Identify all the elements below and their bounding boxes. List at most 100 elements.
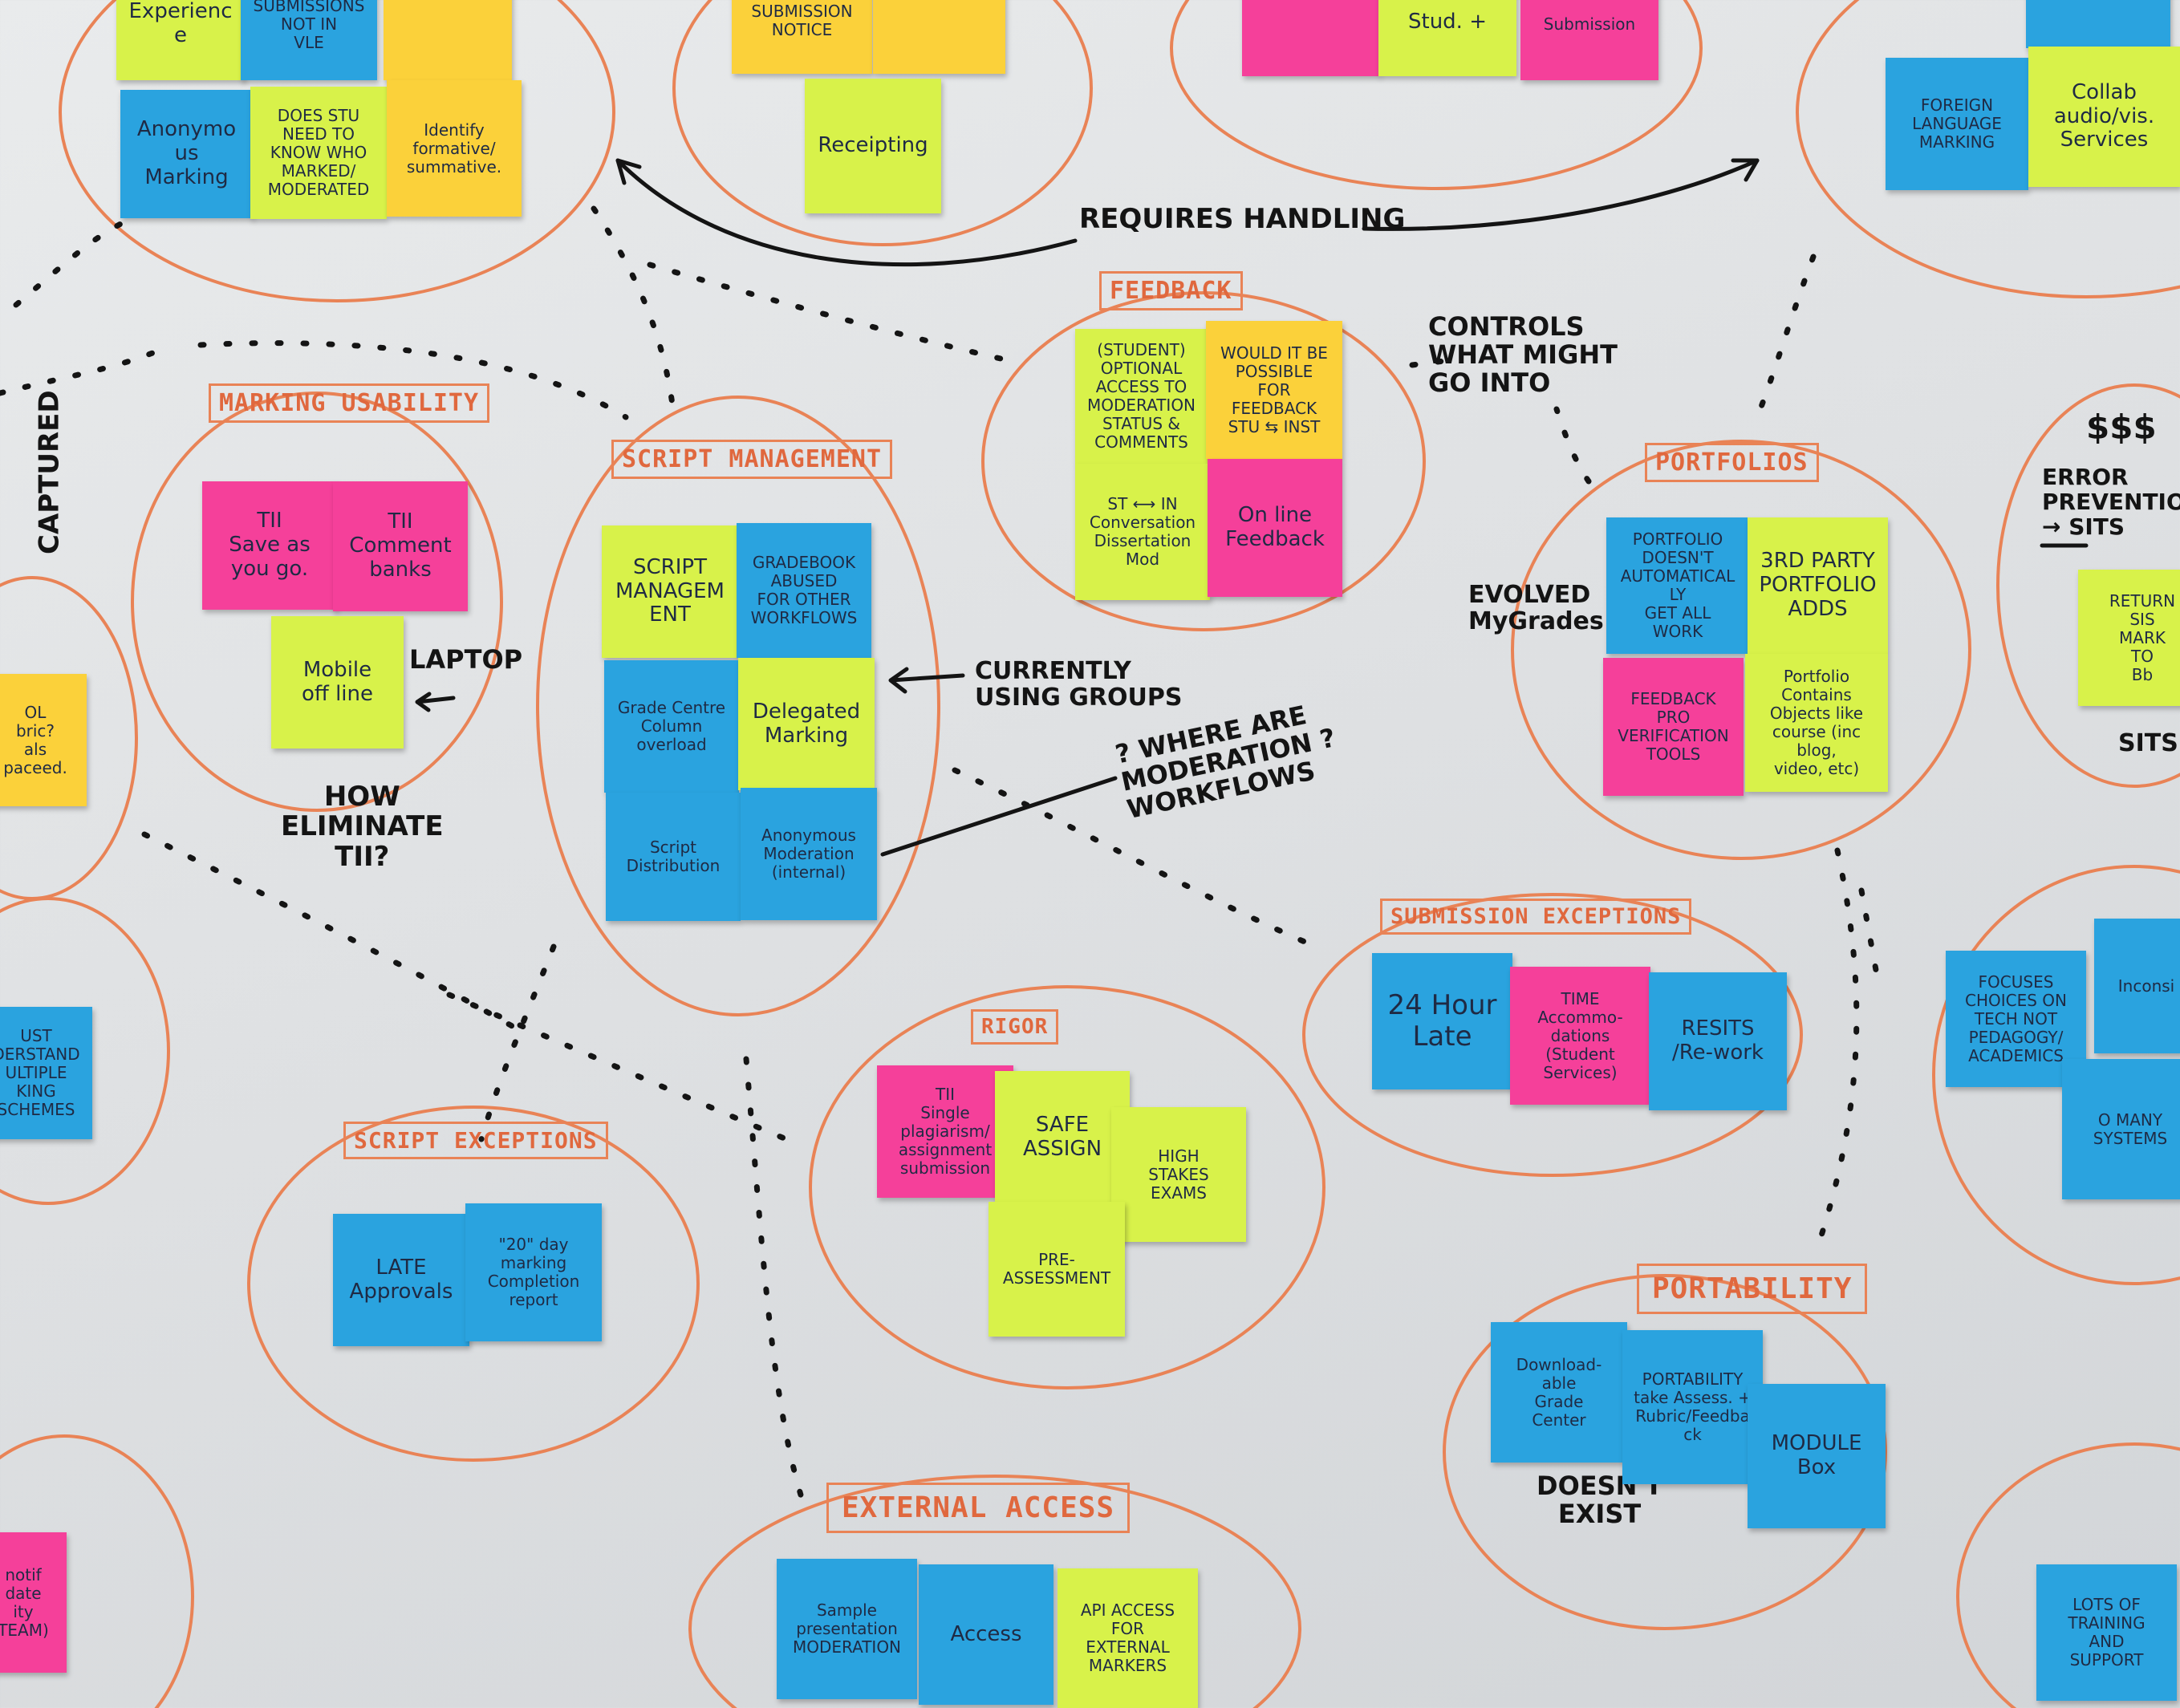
annotation-doesnt-exist: DOESN'T EXIST bbox=[1537, 1471, 1663, 1530]
sticky-note-lots-of-training: LOTS OF TRAINING AND SUPPORT bbox=[2036, 1564, 2177, 1701]
sticky-note-feedback-pro: FEEDBACK PRO VERIFICATION TOOLS bbox=[1603, 658, 1744, 796]
sticky-note-20-day: "20" day marking Completion report bbox=[465, 1203, 602, 1341]
cluster-label-script-exceptions: SCRIPT EXCEPTIONS bbox=[343, 1122, 608, 1159]
annotation-requires-handling: REQUIRES HANDLING bbox=[1079, 203, 1406, 235]
sticky-note-tii-comment: TII Comment banks bbox=[333, 481, 468, 611]
cluster-circle-left-bottom bbox=[0, 1434, 194, 1708]
sticky-note-delegated-marking: Delegated Marking bbox=[738, 658, 875, 790]
sticky-note-script-management: SCRIPT MANAGEMENT bbox=[602, 525, 738, 658]
annotation-captured: CAPTURED bbox=[33, 390, 66, 555]
cluster-circle-right-edge bbox=[1996, 383, 2180, 788]
cluster-label-external-access: EXTERNAL ACCESS bbox=[826, 1483, 1131, 1533]
cluster-circle-far-right-top bbox=[1796, 0, 2180, 298]
sticky-note-would-it-be-possible: WOULD IT BE POSSIBLE FOR FEEDBACK STU ⇆ … bbox=[1206, 321, 1342, 459]
cluster-label-feedback: FEEDBACK bbox=[1099, 271, 1243, 310]
sticky-note-high-stakes: HIGH STAKES EXAMS bbox=[1111, 1107, 1246, 1242]
sticky-note-focuses-choices: FOCUSES CHOICES ON TECH NOT PEDAGOGY/ AC… bbox=[1946, 951, 2086, 1087]
cluster-label-portfolios: PORTFOLIOS bbox=[1645, 443, 1819, 482]
sticky-note-submissions-not-in-vle: SUBMISSIONS NOT IN VLE bbox=[241, 0, 377, 80]
sticky-note-anonymous-moderation: Anonymous Moderation (internal) bbox=[741, 788, 877, 920]
dotted-connector-7 bbox=[446, 992, 790, 1142]
cluster-circle-external-access bbox=[688, 1475, 1301, 1708]
dotted-connector-2 bbox=[197, 340, 629, 420]
sticky-note-gradebook-abused: GRADEBOOK ABUSED FOR OTHER WORKFLOWS bbox=[737, 523, 871, 658]
annotation-evolved-mygrades: EVOLVED MyGrades bbox=[1468, 581, 1604, 635]
cluster-circle-right-lower bbox=[1932, 865, 2180, 1285]
dotted-connector-1 bbox=[591, 205, 677, 420]
sticky-note-submission-notice: SUBMISSION NOTICE bbox=[732, 0, 872, 74]
annotation-currently-using-groups: CURRENTLY USING GROUPS bbox=[975, 657, 1183, 712]
annotation-error-prevention: ERROR PREVENTION → SITS bbox=[2042, 464, 2180, 540]
sticky-note-experience: Experience bbox=[116, 0, 245, 80]
sticky-note-online-feedback: On line Feedback bbox=[1208, 459, 1342, 597]
sticky-note-must-understand: UST DERSTAND ULTIPLE KING SCHEMES bbox=[0, 1007, 92, 1139]
laptop-arrow bbox=[415, 692, 456, 712]
sticky-note-receipting: Receipting bbox=[805, 79, 941, 213]
sticky-note-collab-services: Collab audio/vis. Services bbox=[2028, 47, 2180, 187]
sticky-note-document-sketch bbox=[873, 0, 1005, 74]
dotted-connector-5 bbox=[0, 350, 156, 396]
cluster-label-portability: PORTABILITY bbox=[1637, 1264, 1868, 1314]
annotation-controls: CONTROLS WHAT MIGHT GO INTO bbox=[1428, 311, 1618, 399]
sticky-note-diagram bbox=[384, 0, 512, 80]
sticky-note-foreign-language-marking: FOREIGN LANGUAGE MARKING bbox=[1886, 58, 2028, 190]
moderation-workflow-line bbox=[880, 776, 1118, 857]
annotation-money: $$$ bbox=[2086, 408, 2157, 447]
dotted-connector-9 bbox=[478, 943, 557, 1142]
annotation-how-eliminate: HOW ELIMINATE TII? bbox=[281, 781, 444, 873]
dotted-connector-11 bbox=[1553, 406, 1592, 485]
requires-handling-arrow-left bbox=[615, 158, 1078, 267]
cluster-circle-script-exceptions bbox=[247, 1106, 700, 1462]
cluster-circle-marking-usability bbox=[131, 392, 503, 812]
currently-using-groups-arrow bbox=[888, 667, 965, 694]
sticky-note-resits: RESITS /Re-work bbox=[1649, 972, 1787, 1110]
sticky-note-anonymous-marking: Anonymous Marking bbox=[120, 90, 253, 218]
sticky-note-inconsistent: Inconsi bbox=[2094, 919, 2180, 1053]
dotted-connector-12 bbox=[1754, 254, 1817, 420]
dotted-connector-13 bbox=[1818, 847, 1860, 1239]
sticky-note-pre-assessment: PRE- ASSESSMENT bbox=[989, 1202, 1125, 1337]
sticky-note-safe-assign: SAFE ASSIGN bbox=[995, 1071, 1130, 1203]
sticky-note-downloadable: Download- able Grade Center bbox=[1491, 1322, 1627, 1463]
dotted-connector-14 bbox=[1409, 358, 1447, 368]
arrow-head-left bbox=[615, 158, 642, 185]
annotation-laptop: LAPTOP bbox=[409, 644, 523, 675]
sticky-note-late-approvals: LATE Approvals bbox=[333, 1214, 469, 1346]
sticky-note-api-access: API ACCESS FOR EXTERNAL MARKERS bbox=[1058, 1568, 1198, 1708]
dotted-connector-10 bbox=[743, 1056, 806, 1503]
cluster-circle-top-right bbox=[1170, 0, 1703, 190]
sticky-note-rubric-left: OL bric? als paceed. bbox=[0, 674, 87, 806]
cluster-circle-rigor bbox=[809, 985, 1325, 1390]
dotted-connector-6 bbox=[141, 831, 517, 1030]
sticky-note-time-accommodations: TIME Accommo- dations (Student Services) bbox=[1510, 967, 1650, 1105]
sticky-note-third-party-portfolio: 3RD PARTY PORTFOLIO ADDS bbox=[1748, 517, 1888, 654]
sticky-note-script-distribution: Script Distribution bbox=[606, 793, 741, 921]
sticky-note-mobile-offline: Mobile off line bbox=[271, 616, 404, 749]
annotation-sits: SITS bbox=[2118, 729, 2178, 757]
sticky-note-portfolio-contains: Portfolio Contains Objects like course (… bbox=[1745, 654, 1888, 792]
cluster-circle-top-middle bbox=[672, 0, 1093, 246]
sticky-note-in-conversation: ST ⟷ IN Conversation Dissertation Mod bbox=[1075, 464, 1210, 600]
cluster-label-script-management: SCRIPT MANAGEMENT bbox=[611, 440, 893, 479]
sticky-note-24-hour-late: 24 Hour Late bbox=[1372, 953, 1512, 1089]
sticky-note-grade-centre-overload: Grade Centre Column overload bbox=[604, 660, 739, 793]
dotted-connector-15 bbox=[1858, 887, 1881, 982]
cluster-circle-feedback bbox=[981, 291, 1426, 631]
sticky-note-notif-date: notif date ity TEAM) bbox=[0, 1532, 67, 1673]
sticky-note-tii-save: TII Save as you go. bbox=[202, 481, 337, 610]
sticky-note-identify-formative: Identify formative/ summative. bbox=[387, 80, 522, 217]
dotted-connector-4 bbox=[13, 213, 140, 308]
cluster-circle-left-lower bbox=[0, 897, 170, 1205]
sticky-note-sample-presentation: Sample presentation MODERATION bbox=[777, 1559, 917, 1699]
sticky-note-stud-plus: Stud. + bbox=[1378, 0, 1516, 76]
sticky-note-does-stu-need: DOES STU NEED TO KNOW WHO MARKED/ MODERA… bbox=[250, 87, 387, 219]
sticky-note-optional-access: (STUDENT) OPTIONAL ACCESS TO MODERATION … bbox=[1075, 329, 1208, 464]
sticky-note-return-sis: RETURN SIS MARK TO Bb bbox=[2078, 570, 2180, 706]
sticky-note-submission: Submission bbox=[1520, 0, 1658, 80]
arrow-head-right bbox=[1731, 158, 1760, 182]
sticky-note-tii-single: TII Single plagiarism/ assignment submis… bbox=[877, 1065, 1013, 1198]
sticky-note-module-box: MODULE Box bbox=[1748, 1384, 1886, 1528]
sticky-note-portfolio-doesnt: PORTFOLIO DOESN'T AUTOMATICALLY GET ALL … bbox=[1606, 517, 1749, 654]
